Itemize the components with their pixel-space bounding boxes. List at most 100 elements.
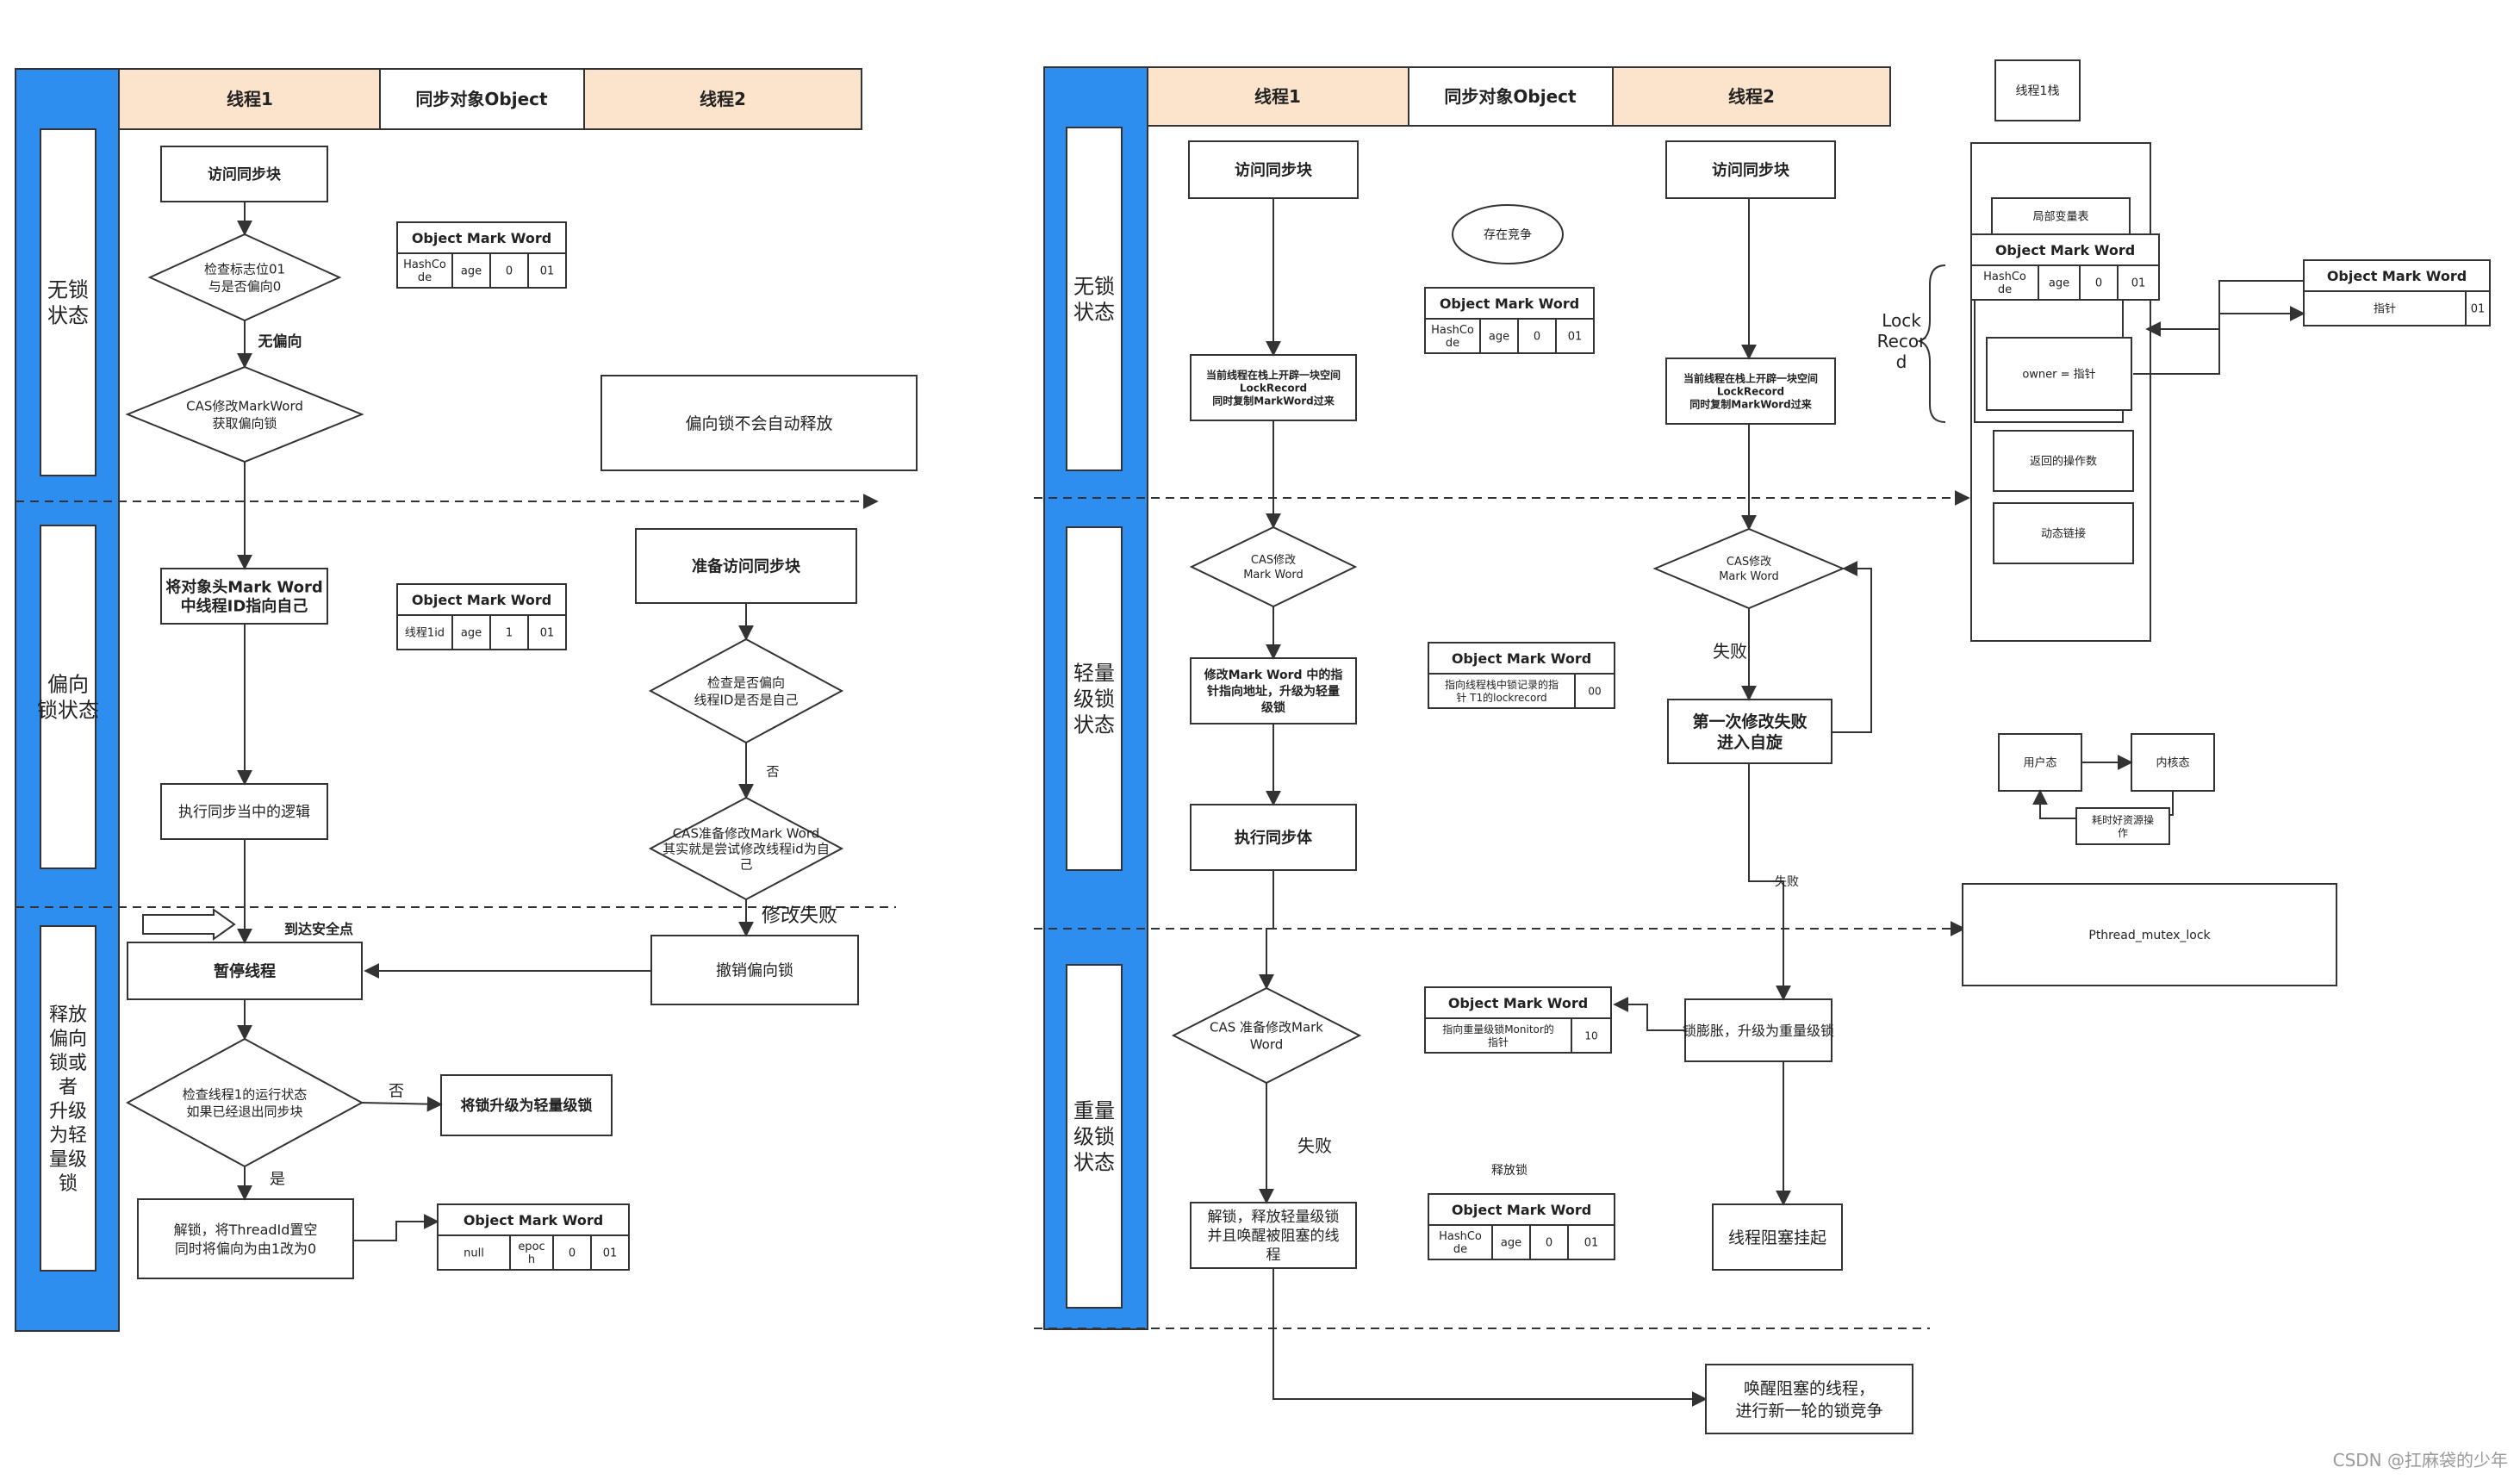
state-cell-right-1 xyxy=(1066,127,1123,471)
stack-ret-box-label: 返回的操作数 xyxy=(2030,455,2097,469)
right-t2-inflate-box-label: 锁膨胀，升级为重量级锁 xyxy=(1683,1023,1834,1039)
right-t1-exec-box xyxy=(1190,804,1357,871)
right-t2-wake-box-label: 唤醒阻塞的线程，进行新一轮的锁竞争 xyxy=(1735,1379,1882,1421)
stack-obj-mw-cell xyxy=(2303,290,2467,326)
right-mw4-cell-text: 0 xyxy=(1546,1237,1552,1250)
safepoint-block-arrow xyxy=(142,908,236,941)
right-mw1-cell xyxy=(1517,318,1557,354)
kernel-cost-box xyxy=(2075,807,2170,845)
connector-arrow xyxy=(1259,870,1274,990)
state-label: 无锁状态 xyxy=(1073,275,1115,325)
right-t1-exec-box-label: 执行同步体 xyxy=(1235,828,1313,847)
left-t2-prepare-box-label: 准备访问同步块 xyxy=(692,557,801,575)
right-t1-modify-box xyxy=(1190,657,1357,724)
right-mw1-cell xyxy=(1479,318,1519,354)
stack-obj-mw-title xyxy=(2303,259,2491,292)
left-cas-diamond xyxy=(125,365,364,463)
left-exec-box xyxy=(160,783,328,840)
left-upgrade-box-label: 将锁升级为轻量级锁 xyxy=(461,1097,593,1115)
left-mw1-cell-text: 0 xyxy=(506,265,513,278)
right-t2-access-box-label: 访问同步块 xyxy=(1712,160,1790,179)
stack-obj-mw-cell-text: 指针 xyxy=(2374,303,2396,316)
left-note-box xyxy=(600,375,918,471)
state-cell-right-2 xyxy=(1066,526,1123,871)
kernel-kernel-box-label: 内核态 xyxy=(2156,756,2189,770)
header-label: 线程2 xyxy=(1728,86,1775,107)
left-mw3-cell-text: null xyxy=(464,1247,484,1260)
stack-mw-title-text: Object Mark Word xyxy=(1995,242,2135,258)
right-t1-fail-label: 失败 xyxy=(1297,1135,1332,1156)
right-mw1-cell xyxy=(1424,318,1481,354)
left-no-label: 否 xyxy=(389,1082,404,1100)
right-mw1-title-text: Object Mark Word xyxy=(1440,295,1579,312)
stack-dyn-box-label: 动态链接 xyxy=(2041,527,2086,541)
state-cell-left-2 xyxy=(40,525,96,869)
right-mw3-title-text: Object Mark Word xyxy=(1448,995,1588,1011)
connector-arrow xyxy=(1832,561,1872,733)
left-mw2-cell xyxy=(489,614,529,650)
left-exec-box-label: 执行同步当中的逻辑 xyxy=(178,804,310,821)
right-t2-fail2-label: 失败 xyxy=(1775,875,1799,889)
right-mw1-cell-text: age xyxy=(1489,331,1509,344)
left-unlock-box xyxy=(137,1198,354,1279)
stack-mw-cell xyxy=(2117,264,2160,301)
stack-obj-mw-cell xyxy=(2465,290,2491,326)
right-mw3-cell-text: 指向重量级锁Monitor的指针 xyxy=(1442,1023,1554,1048)
left-mw2-cell-text: 线程1id xyxy=(405,627,445,640)
right-mw1-cell-text: 01 xyxy=(1568,331,1583,344)
right-t2-spin-box xyxy=(1667,699,1832,764)
left-pause-box-label: 暂停线程 xyxy=(214,961,276,980)
right-t2-alloc-box xyxy=(1665,358,1836,425)
left-mw2-cell xyxy=(451,614,491,650)
connector-line xyxy=(2169,791,2174,816)
left-no-bias-label: 无偏向 xyxy=(258,333,302,351)
left-mw2-cell-text: 01 xyxy=(540,627,555,640)
right-t2-access-box xyxy=(1665,140,1836,199)
left-mw3-cell-text: 0 xyxy=(569,1247,576,1260)
state-label: 重量级锁状态 xyxy=(1073,1099,1115,1175)
right-mw3-title xyxy=(1424,986,1612,1019)
right-mw4-title xyxy=(1428,1193,1615,1226)
right-t2-block-box-label: 线程阻塞挂起 xyxy=(1728,1228,1826,1247)
kernel-user-box xyxy=(1998,733,2082,792)
connector-arrow xyxy=(361,1096,443,1112)
owner-box xyxy=(1986,337,2132,411)
left-pause-box xyxy=(127,942,363,1000)
connector-arrow xyxy=(1272,1268,1708,1407)
kernel-cost-box-label: 耗时好资源操作 xyxy=(2092,813,2154,839)
state-label: 释放偏向锁或者升级为轻量级锁 xyxy=(49,1004,87,1195)
stack-mw-cell-text: 0 xyxy=(2095,277,2102,290)
pthread-box-label: Pthread_mutex_lock xyxy=(2088,929,2211,942)
header-right-object xyxy=(1408,66,1614,127)
connector-arrow xyxy=(2133,306,2305,375)
left-check-diamond xyxy=(147,233,342,322)
header-left-object xyxy=(379,68,585,130)
right-mw4-cell xyxy=(1428,1224,1493,1260)
state-cell-left-1 xyxy=(40,128,96,476)
stack-obj-mw-cell-text: 01 xyxy=(2471,303,2486,316)
left-mw1-cell-text: age xyxy=(461,265,482,278)
stack-locals-box-label: 局部变量表 xyxy=(2032,210,2088,224)
left-set-tid-box xyxy=(160,568,328,625)
header-label: 同步对象Object xyxy=(415,89,548,109)
right-t2-spin-box-label: 第一次修改失败进入自旋 xyxy=(1692,712,1807,752)
left-t2-revoke-box-label: 撤销偏向锁 xyxy=(716,961,793,979)
left-check-state-diamond xyxy=(125,1037,364,1168)
right-t1-unlock-box-label: 解锁，释放轻量级锁并且唤醒被阻塞的线程 xyxy=(1208,1209,1340,1264)
left-mw1-cell xyxy=(396,252,453,289)
connector-arrow xyxy=(2032,789,2076,819)
stack-dyn-box xyxy=(1993,502,2134,564)
header-label: 线程2 xyxy=(700,89,746,109)
stack-title-box xyxy=(1994,59,2081,121)
left-t2-revoke-box xyxy=(650,935,859,1005)
header-left-thread1 xyxy=(118,68,381,130)
right-mw3-cell xyxy=(1571,1017,1612,1054)
right-mw1-title xyxy=(1424,287,1595,320)
left-t2-check-diamond-label: 检查是否偏向线程ID是否是自己 xyxy=(694,675,799,707)
